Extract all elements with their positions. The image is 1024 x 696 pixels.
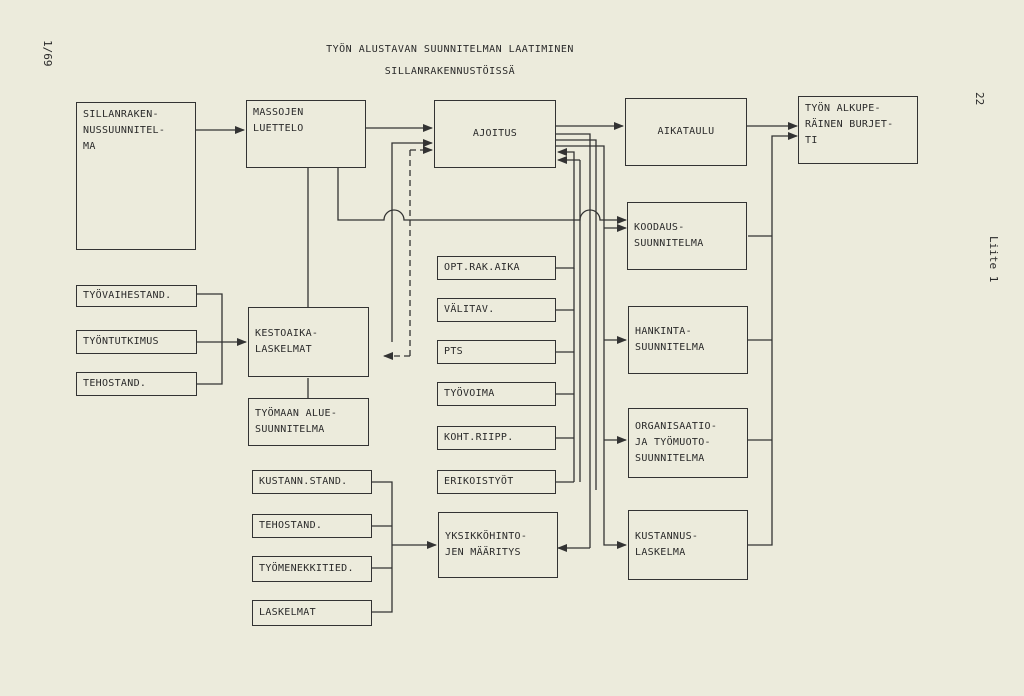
box-valitav: VÄLITAV. [437, 298, 556, 322]
edge-kustann-bracket [372, 481, 393, 613]
box-tyomaan-aluesuunnitelma: TYÖMAAN ALUE- SUUNNITELMA [248, 398, 369, 446]
edge-ajoitus-vertical-2 [556, 139, 597, 490]
box-kestoaikalaskelmat: KESTOAIKA- LASKELMAT [248, 307, 369, 377]
diagram-title-line2: SILLANRAKENNUSTÖISSÄ [384, 66, 516, 77]
box-ajoitus: AJOITUS [434, 100, 556, 168]
box-tyovaihestand: TYÖVAIHESTAND. [76, 285, 197, 307]
box-alkuperainen-budjetti: TYÖN ALKUPE- RÄINEN BURJET- TI [798, 96, 918, 164]
box-sillanrakennussuunnitelma: SILLANRAKEN- NUSSUUNNITEL- MA [76, 102, 196, 250]
edge-ajoitus-kustannus [556, 145, 627, 549]
edge-standards-kestoaika [197, 293, 247, 346]
box-pts: PTS [437, 340, 556, 364]
box-tyontutkimus: TYÖNTUTKIMUS [76, 330, 197, 354]
box-yksikkohintojen-maaritys: YKSIKKÖHINTO- JEN MÄÄRITYS [438, 512, 558, 578]
box-massojen-luettelo: MASSOJEN LUETTELO [246, 100, 366, 168]
box-kustannuslaskelma: KUSTANNUS- LASKELMA [628, 510, 748, 580]
edge-massojen-koodaus [337, 168, 627, 224]
box-koht-riipp: KOHT.RIIPP. [437, 426, 556, 450]
diagram-title-line1: TYÖN ALUSTAVAN SUUNNITELMAN LAATIMINEN [326, 44, 574, 55]
box-tyomenekkitied: TYÖMENEKKITIED. [252, 556, 372, 582]
box-koodaussuunnitelma: KOODAUS- SUUNNITELMA [627, 202, 747, 270]
edge-kestoaika-ajoitus [391, 139, 433, 342]
box-tehostand-2: TEHOSTAND. [252, 514, 372, 538]
box-hankintasuunnitelma: HANKINTA- SUUNNITELMA [628, 306, 748, 374]
box-laskelmat: LASKELMAT [252, 600, 372, 626]
box-organisaatio-tyomuotosuunnitelma: ORGANISAATIO- JA TYÖMUOTO- SUUNNITELMA [628, 408, 748, 478]
box-aikataulu: AIKATAULU [625, 98, 747, 166]
box-tehostand-1: TEHOSTAND. [76, 372, 197, 396]
box-erikoistyot: ERIKOISTYÖT [437, 470, 556, 494]
edge-list-ajoitus [556, 148, 575, 269]
box-tyovoima: TYÖVOIMA [437, 382, 556, 406]
box-opt-rak-aika: OPT.RAK.AIKA [437, 256, 556, 280]
box-kustann-stand: KUSTANN.STAND. [252, 470, 372, 494]
edge-ajoitus-vertical-1 [556, 133, 591, 548]
